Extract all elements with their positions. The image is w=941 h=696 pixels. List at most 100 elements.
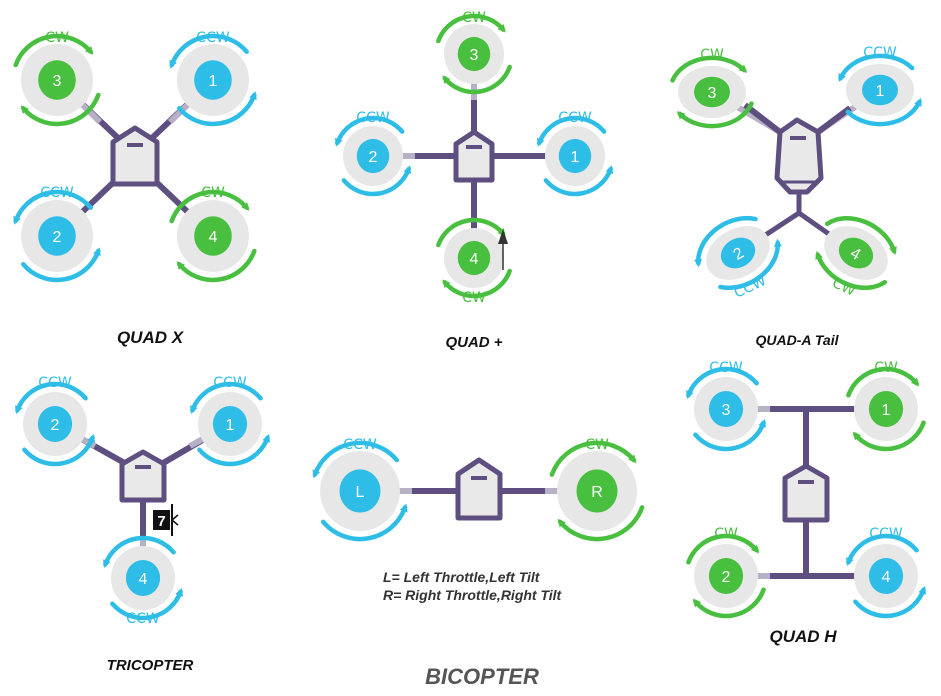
- rotation-label: CCW: [863, 45, 897, 61]
- motor-hub: [194, 216, 232, 256]
- propeller: [436, 217, 512, 299]
- quad-x-motor-1: CCW 1: [169, 30, 257, 127]
- propeller: [169, 33, 257, 127]
- rotation-arrow: [557, 505, 645, 542]
- quad-x-motor-2: CCW 2: [13, 185, 101, 283]
- motor-number: 4: [470, 251, 479, 268]
- quad-plus-title: QUAD +: [445, 334, 502, 351]
- quad-h-motor-1: CW 1: [846, 360, 926, 452]
- servo-label: 7: [157, 513, 165, 530]
- motor-number: 1: [876, 83, 885, 100]
- motor-number: 4: [209, 229, 218, 246]
- quad-plus-motor-3: CW 3: [436, 10, 512, 95]
- motor-hub: [339, 469, 381, 513]
- rotation-arrow: [853, 585, 926, 619]
- quad-x-body: [110, 125, 160, 187]
- motor-number: 2: [722, 569, 731, 586]
- tricopter-diagram: CCW 2 CCW 1 CCW 4 7 TRICOPTER: [15, 375, 270, 674]
- rotation-arrow: [176, 248, 257, 283]
- rotation-label: CW: [830, 275, 858, 300]
- rotation-label: CCW: [213, 375, 247, 391]
- rotation-arrow: [15, 381, 88, 415]
- quad-a-tail-motor-2: CCW 2: [694, 215, 782, 302]
- rotation-arrow: [536, 115, 607, 147]
- rotation-label: CCW: [709, 360, 743, 376]
- motor-number: 1: [882, 402, 891, 419]
- motor-number: 2: [51, 417, 60, 434]
- motor-number: R: [591, 484, 603, 501]
- rotation-arrow: [670, 55, 748, 83]
- motor-number: 1: [571, 149, 580, 166]
- rotation-label: CW: [462, 290, 486, 306]
- rotation-arrow: [686, 366, 759, 400]
- bicopter-body: [455, 457, 503, 521]
- motor-number: 3: [722, 402, 731, 419]
- quad-x-diagram: CW 3 CCW 1 CCW 2 CW 4 QUAD X: [13, 30, 257, 347]
- quad-h-motor-4: CCW 4: [846, 526, 926, 619]
- quad-plus-diagram: CW 3 CCW 2 CCW 1 CW 4 QUAD +: [334, 10, 614, 351]
- propeller: [13, 189, 101, 283]
- motor-number: 4: [882, 569, 891, 586]
- propeller: [169, 189, 257, 283]
- rotation-arrow: [21, 247, 101, 283]
- tricopter-motor-4: CCW 4: [103, 535, 183, 627]
- rotation-arrow: [845, 97, 922, 127]
- rotation-arrow: [686, 533, 760, 565]
- motor-number: 2: [369, 149, 378, 166]
- bicopter-motor-right: CW R: [549, 437, 645, 542]
- tricopter-motor-1: CCW 1: [190, 375, 270, 467]
- bicopter-motor-left: CCW L: [312, 437, 408, 542]
- motor-hub: [708, 391, 744, 427]
- quad-a-tail-diagram: CW 3 CCW 1 CCW 2 CW 4 QUAD-A Tail: [670, 45, 922, 348]
- rotation-label: CW: [714, 526, 738, 542]
- rotation-label: CCW: [558, 110, 592, 126]
- motor-number: 1: [209, 73, 218, 90]
- motor-number: 2: [53, 229, 62, 246]
- propeller: [436, 13, 512, 95]
- rotation-arrow: [693, 418, 766, 452]
- motor-hub: [868, 558, 904, 594]
- rotation-arrow: [549, 440, 637, 477]
- rotation-arrow: [815, 250, 888, 291]
- quad-x-motor-4: CW 4: [169, 185, 257, 283]
- motor-hub: [862, 74, 898, 106]
- rotation-arrow: [676, 101, 754, 129]
- quad-plus-body: [453, 129, 495, 183]
- rotation-arrow: [13, 33, 94, 68]
- motor-hub: [708, 558, 744, 594]
- quad-plus-motor-2: CCW 2: [334, 110, 412, 197]
- rotation-arrow: [846, 533, 919, 567]
- rotation-arrow: [692, 587, 766, 619]
- quad-plus-motor-4: CW 4: [436, 217, 512, 306]
- quad-x-title: QUAD X: [117, 328, 185, 347]
- rotation-label: CW: [462, 10, 486, 26]
- motor-hub: [38, 216, 76, 256]
- rotation-arrow: [22, 433, 95, 467]
- bicopter-diagram: CCW L CW R L= Left Throttle,Left Tilt R=…: [312, 437, 645, 689]
- rotation-arrow: [341, 165, 412, 197]
- propeller: [670, 55, 754, 129]
- rotation-arrow: [110, 587, 183, 621]
- rotation-arrow: [852, 420, 926, 452]
- motor-hub: [720, 237, 756, 269]
- motor-number: 4: [139, 571, 148, 588]
- rotation-label: CCW: [40, 185, 74, 201]
- motor-number: 3: [708, 85, 717, 102]
- motor-hub: [576, 469, 618, 513]
- rotation-arrow: [177, 91, 257, 127]
- propeller: [686, 533, 766, 619]
- motor-hub: [457, 240, 491, 276]
- propeller: [103, 535, 183, 621]
- propeller: [312, 440, 408, 542]
- rotation-arrow: [197, 433, 270, 467]
- rotation-arrow: [436, 217, 506, 248]
- propeller: [838, 53, 922, 127]
- rotation-label: CW: [585, 437, 609, 453]
- quad-a-tail-motor-1: CCW 1: [838, 45, 922, 127]
- rotation-arrow: [334, 115, 405, 147]
- propeller: [15, 381, 95, 467]
- propeller: [190, 381, 270, 467]
- quad-h-body: [782, 463, 830, 523]
- quad-x-motor-3: CW 3: [13, 30, 101, 127]
- rotation-arrow: [543, 165, 614, 197]
